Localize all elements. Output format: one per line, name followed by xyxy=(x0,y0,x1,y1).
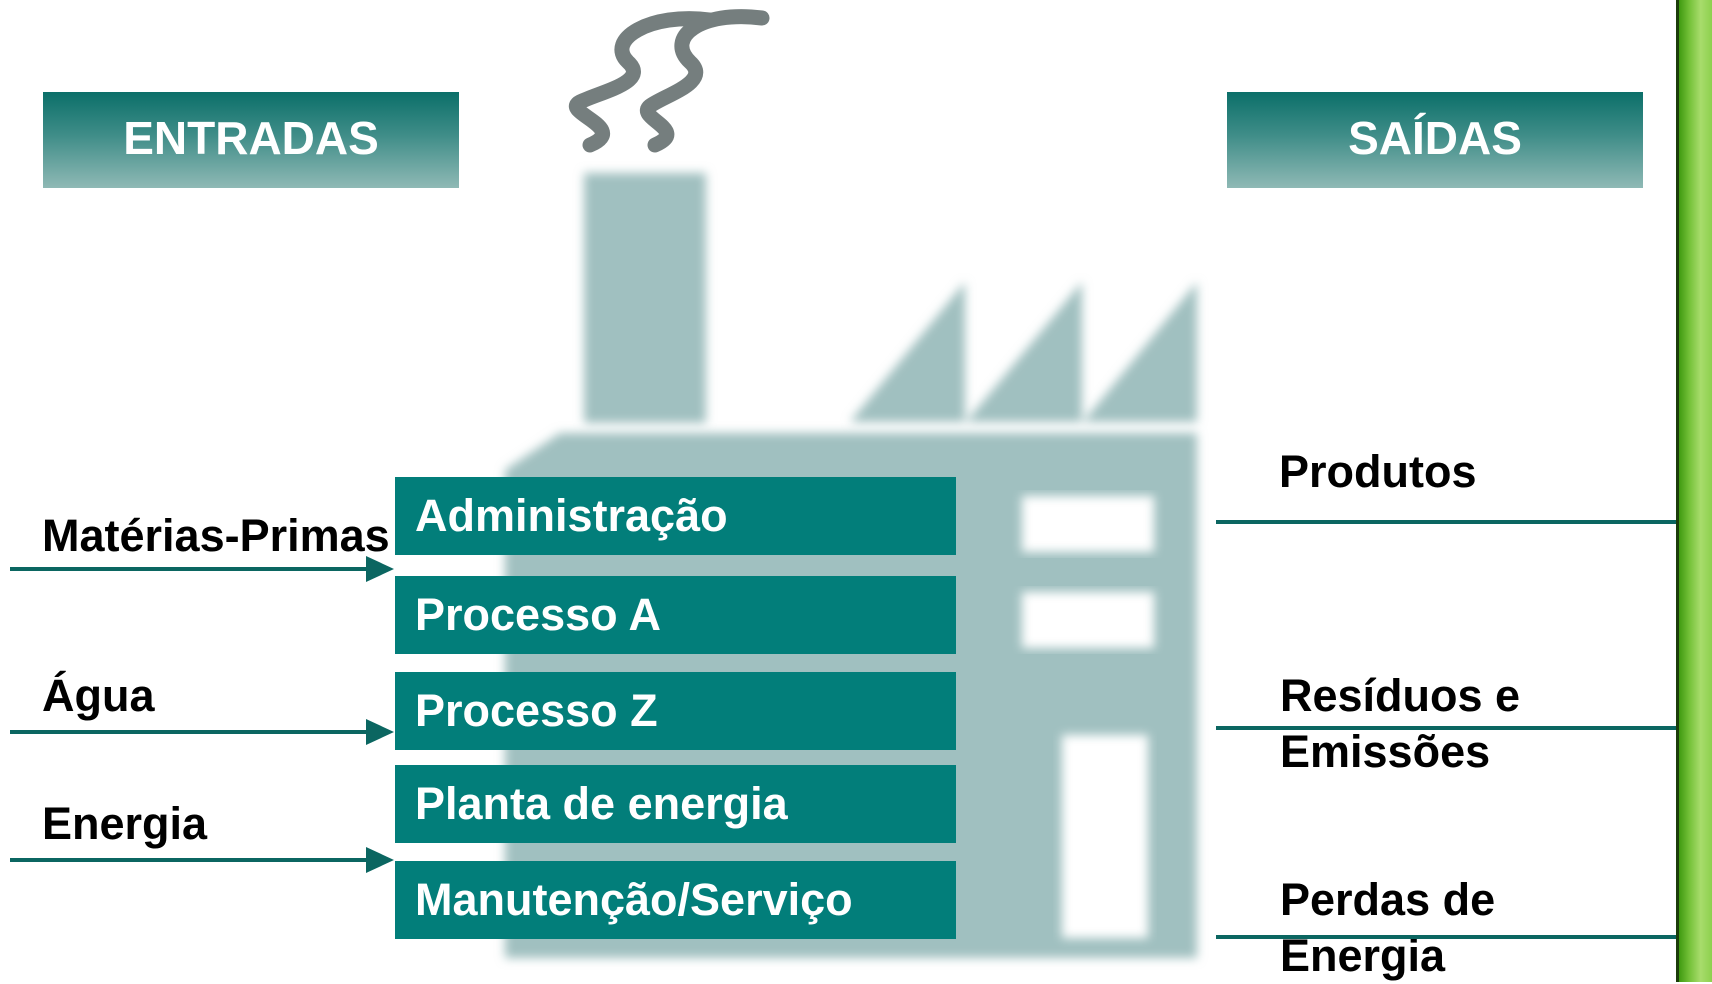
factory-window xyxy=(1022,592,1154,648)
input-water-label: Água xyxy=(42,670,155,721)
output-waste-label: Resíduos e Emissões xyxy=(1280,668,1520,780)
input-raw-materials-arrow xyxy=(10,556,394,582)
factory-door xyxy=(1062,735,1148,938)
process-z: Processo Z xyxy=(395,672,956,750)
output-losses-label: Perdas de Energia xyxy=(1280,872,1495,984)
output-waste-line1: Resíduos e xyxy=(1280,670,1521,721)
smoke-icon xyxy=(569,9,770,153)
inputs-header: ENTRADAS xyxy=(43,92,459,188)
process-a: Processo A xyxy=(395,576,956,654)
outputs-header: SAÍDAS xyxy=(1227,92,1643,188)
output-waste-line2: Emissões xyxy=(1280,726,1491,777)
factory-window xyxy=(1022,496,1154,552)
process-power-plant: Planta de energia xyxy=(395,765,956,843)
output-losses-line1: Perdas de xyxy=(1280,874,1496,925)
input-energy-arrow xyxy=(10,847,394,873)
output-waste-arrow xyxy=(1216,715,1704,741)
input-water-arrow xyxy=(10,719,394,745)
output-products-arrow xyxy=(1216,509,1704,535)
process-administration: Administração xyxy=(395,477,956,555)
factory-roof xyxy=(850,282,1197,422)
input-energy-label: Energia xyxy=(42,798,208,849)
output-products-label: Produtos xyxy=(1279,446,1477,497)
decorative-side-bar xyxy=(1676,0,1712,982)
output-losses-arrow xyxy=(1216,924,1704,950)
input-raw-materials-label: Matérias-Primas xyxy=(42,510,390,561)
chimney xyxy=(584,173,706,423)
process-maintenance: Manutenção/Serviço xyxy=(395,861,956,939)
